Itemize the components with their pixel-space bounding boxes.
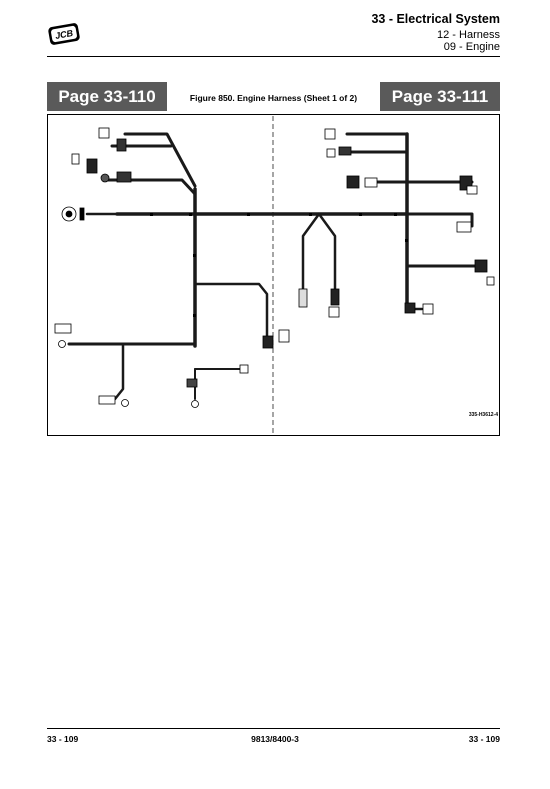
topic-title: 09 - Engine xyxy=(443,41,500,53)
footer-page-left: 33 - 109 xyxy=(47,734,79,744)
prev-page-button[interactable]: Page 33-110 xyxy=(47,82,167,111)
header-divider xyxy=(47,56,500,57)
jcb-logo: JCB xyxy=(48,23,80,45)
figure-caption: Figure 850. Engine Harness (Sheet 1 of 2… xyxy=(189,93,358,103)
section-title: 33 - Electrical System xyxy=(371,12,500,26)
next-page-button[interactable]: Page 33-111 xyxy=(380,82,500,111)
subsection-title: 12 - Harness xyxy=(437,29,500,41)
footer-divider xyxy=(47,728,500,729)
footer-page-right: 33 - 109 xyxy=(468,734,500,744)
engine-harness-diagram: 335-H3612-4 xyxy=(47,114,500,436)
fixing-clips xyxy=(150,213,408,317)
connectors xyxy=(54,127,495,408)
brand-text: JCB xyxy=(54,28,74,41)
figure-reference: 335-H3612-4 xyxy=(469,412,498,418)
footer-doc-number: 9813/8400-3 xyxy=(251,734,299,744)
